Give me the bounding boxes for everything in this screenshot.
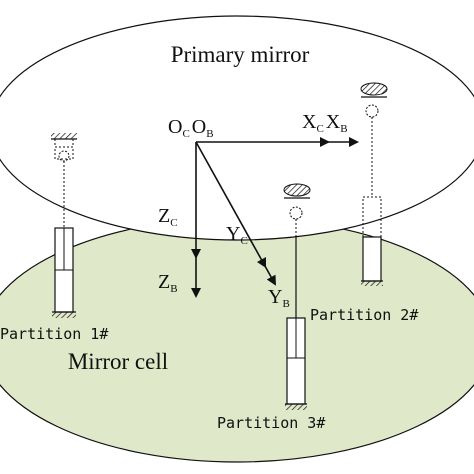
y-b-axis-label: YB <box>268 286 290 310</box>
z-axis-mid-arrowhead <box>191 249 201 259</box>
z-b-axis-label: ZB <box>158 271 178 295</box>
mirror-cell-label: Mirror cell <box>68 349 168 374</box>
primary-mirror-ellipse <box>0 15 474 241</box>
partition-2-label: Partition 2# <box>310 306 418 324</box>
y-axis-mid-arrowhead <box>257 257 266 268</box>
partition-2-support <box>360 82 388 286</box>
y-c-axis-label: YC <box>226 223 248 247</box>
partition-1-support <box>51 133 77 318</box>
partition-1-label: Partition 1# <box>0 325 108 343</box>
partition-3-support <box>283 183 311 410</box>
z-c-axis-label: ZC <box>158 205 178 229</box>
partition-3-label: Partition 3# <box>217 414 325 432</box>
primary-mirror-label: Primary mirror <box>171 42 310 67</box>
x-axis-mid-arrowhead <box>320 137 330 147</box>
